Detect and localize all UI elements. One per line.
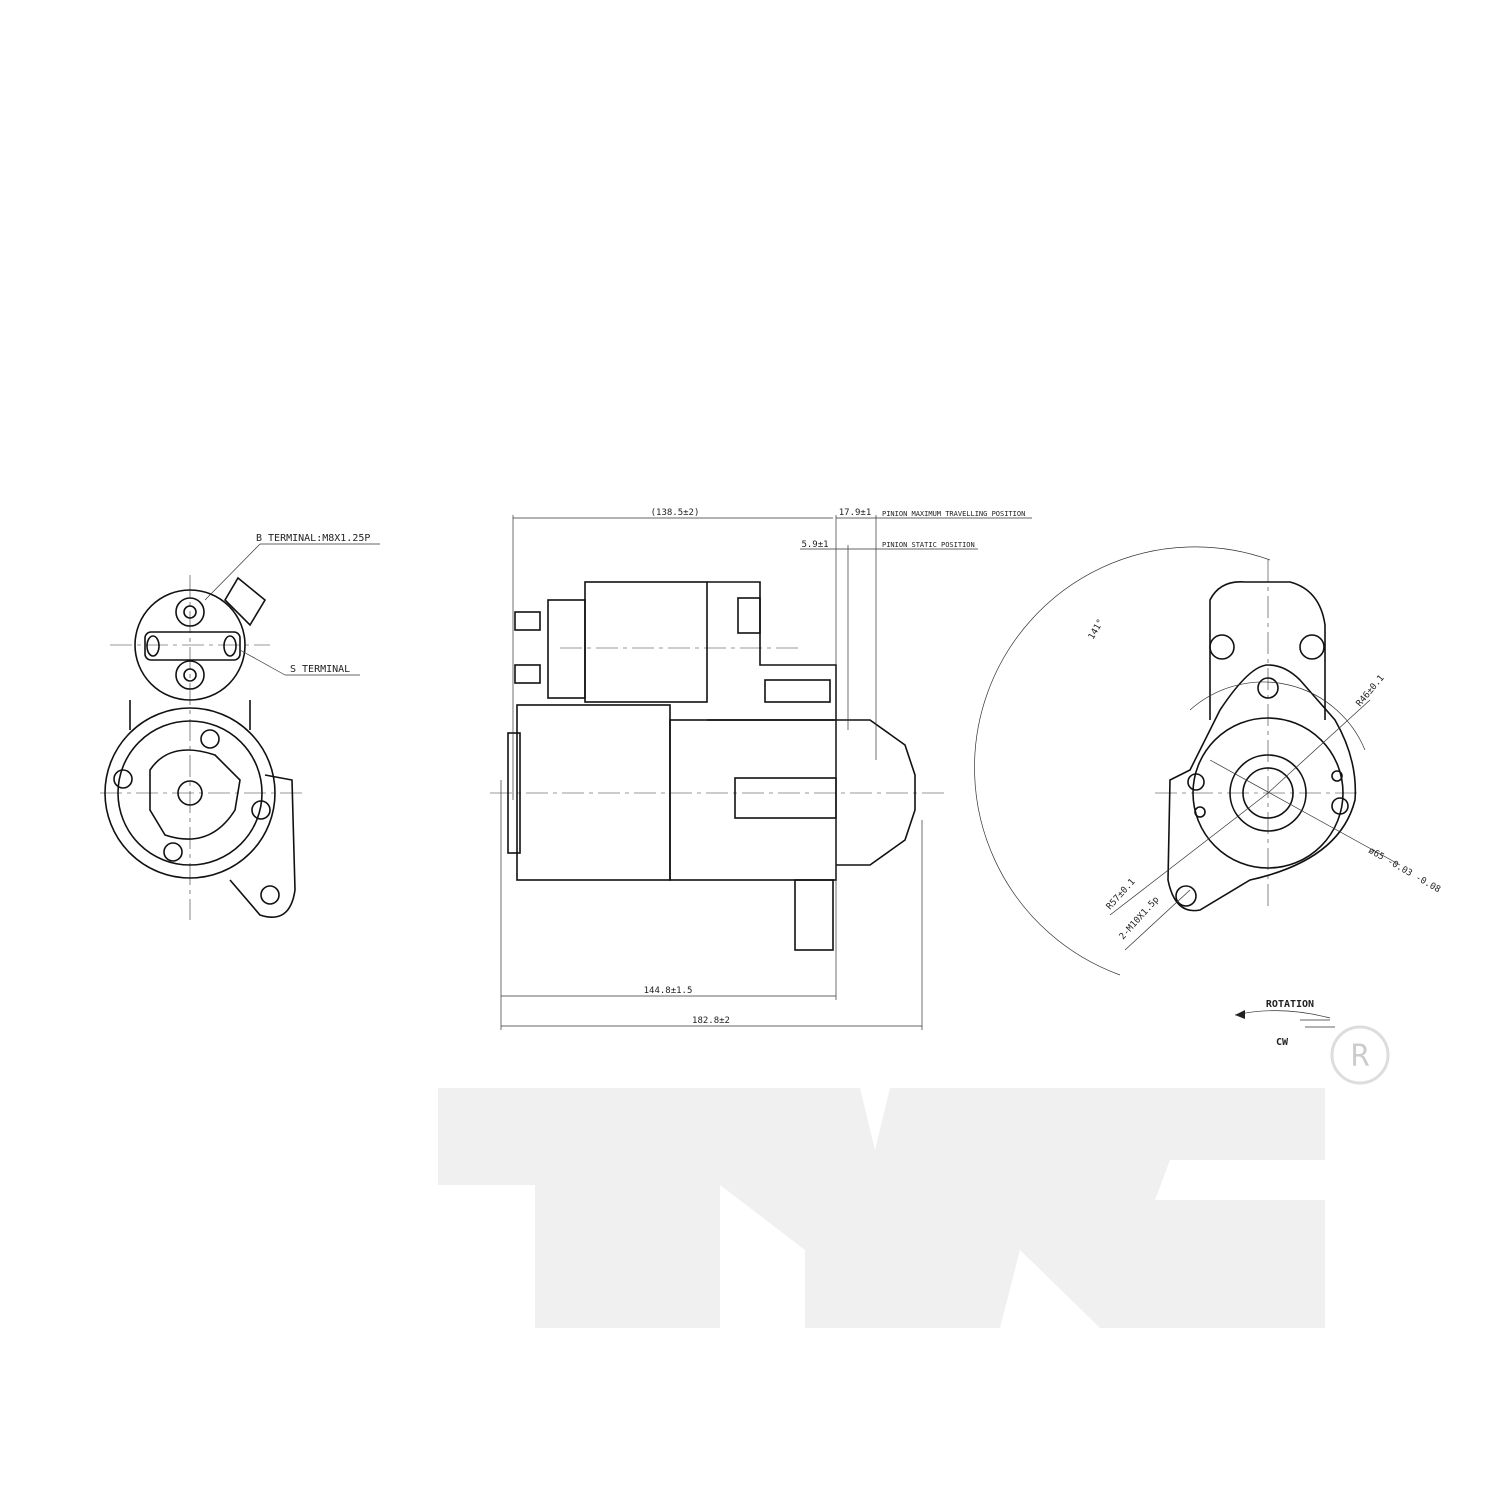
dim-overall-body: (138.5±2) (651, 508, 700, 518)
dim-total: 182.8±2 (692, 1016, 730, 1026)
pinion-static-label: PINION STATIC POSITION (882, 541, 975, 549)
registered-mark: R (1351, 1039, 1370, 1074)
dim-pinion-travel: 17.9±1 (839, 508, 872, 518)
rotation-arrow-icon (1234, 1010, 1335, 1028)
bolts-label: 2-M10X1.5p (1118, 895, 1162, 942)
diameter-label: ø65 -0.03 -0.08 (1367, 846, 1442, 895)
tyc-logo-watermark (438, 1025, 1390, 1328)
pinion-max-label: PINION MAXIMUM TRAVELLING POSITION (882, 510, 1025, 518)
radius-outer-label: R46±0.1 (1355, 673, 1387, 708)
side-view (490, 515, 1032, 1030)
rotation-title: ROTATION (1266, 999, 1314, 1010)
rotation-direction: CW (1276, 1037, 1289, 1048)
dim-pinion-static: 5.9±1 (801, 540, 828, 550)
rear-view (100, 543, 380, 920)
dim-mount: 144.8±1.5 (644, 986, 693, 996)
front-view (974, 546, 1401, 976)
angle-label: 141° (1087, 618, 1107, 642)
b-terminal-label: B TERMINAL:M8X1.25P (256, 533, 370, 544)
s-terminal-label: S TERMINAL (290, 664, 350, 675)
